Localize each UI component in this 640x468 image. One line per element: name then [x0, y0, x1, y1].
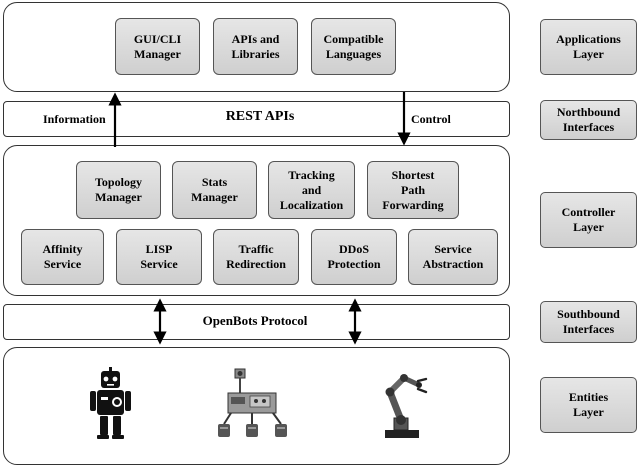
stats-manager-box: Stats Manager — [172, 161, 257, 219]
entities-layer-label: Entities Layer — [540, 377, 637, 433]
rover-robot-icon — [218, 368, 287, 437]
compatible-languages-box: Compatible Languages — [311, 18, 396, 75]
rest-apis-title: REST APIs — [225, 109, 295, 124]
rest-apis-bar — [3, 101, 510, 137]
service-abstraction-box: Service Abstraction — [408, 229, 498, 285]
ddos-protection-box: DDoS Protection — [311, 229, 397, 285]
openbots-protocol-title: OpenBots Protocol — [202, 313, 308, 328]
apis-libraries-box: APIs and Libraries — [213, 18, 298, 75]
controller-layer-label: Controller Layer — [540, 192, 637, 248]
tracking-localization-box: Tracking and Localization — [268, 161, 355, 219]
northbound-interfaces-label: Northbound Interfaces — [540, 100, 637, 140]
lisp-service-box: LISP Service — [116, 229, 202, 285]
traffic-redirection-box: Traffic Redirection — [213, 229, 299, 285]
gui-cli-manager-box: GUI/CLI Manager — [115, 18, 200, 75]
southbound-interfaces-label: Southbound Interfaces — [540, 301, 637, 343]
information-label: Information — [43, 112, 106, 126]
topology-manager-box: Topology Manager — [76, 161, 161, 219]
openbots-protocol-bar — [3, 304, 510, 340]
affinity-service-box: Affinity Service — [21, 229, 104, 285]
applications-layer-label: Applications Layer — [540, 19, 637, 75]
humanoid-robot-icon — [90, 367, 131, 439]
shortest-path-forwarding-box: Shortest Path Forwarding — [367, 161, 459, 219]
control-label: Control — [411, 112, 451, 126]
robotic-arm-icon — [385, 374, 428, 438]
